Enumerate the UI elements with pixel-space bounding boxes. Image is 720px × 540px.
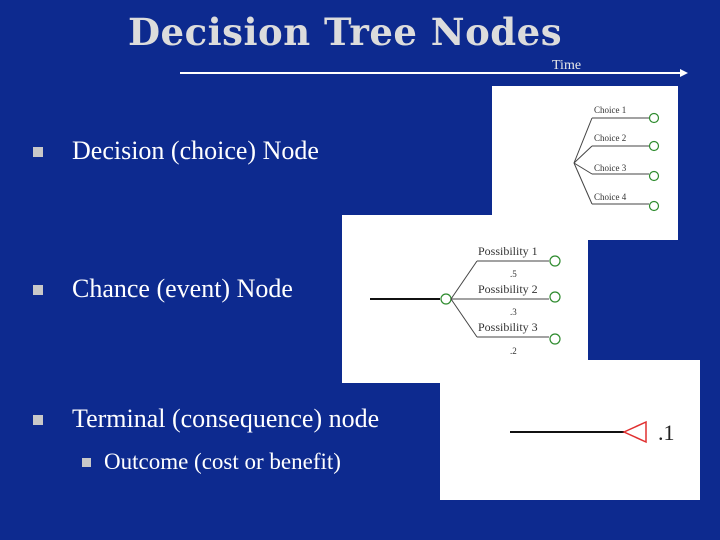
time-label: Time — [552, 58, 582, 73]
bullet-square-icon — [33, 147, 43, 157]
choice-end-node-icon — [648, 112, 660, 124]
bullet-square-icon — [33, 285, 43, 295]
bullet-terminal-node: Terminal (consequence) node — [72, 404, 380, 433]
possibility-label: Possibility 2 — [478, 282, 538, 296]
time-arrow-icon — [180, 69, 688, 77]
slide-title: Decision Tree Nodes — [127, 10, 563, 54]
choice-label: Choice 4 — [594, 192, 627, 202]
choice-end-node-icon — [648, 170, 660, 182]
sub-bullet-outcome: Outcome (cost or benefit) — [104, 449, 341, 474]
possibility-label: Possibility 1 — [478, 244, 538, 258]
decision-node-diagram: Choice 1 Choice 2 Choice 3 Choice 4 — [492, 86, 678, 240]
choice-label: Choice 1 — [594, 105, 626, 115]
possibility-probability: .2 — [510, 346, 517, 356]
bullet-decision-node: Decision (choice) Node — [72, 136, 319, 165]
bullet-chance-node: Chance (event) Node — [72, 274, 293, 303]
chance-node-diagram: Possibility 1 .5 Possibility 2 .3 Possib… — [342, 215, 588, 383]
possibility-label: Possibility 3 — [478, 320, 538, 334]
sub-bullet-square-icon — [82, 458, 91, 467]
possibility-end-node-icon — [549, 255, 561, 267]
bullet-square-icon — [33, 415, 43, 425]
possibility-probability: .5 — [510, 269, 517, 279]
possibility-end-node-icon — [549, 333, 561, 345]
possibility-probability: .3 — [510, 307, 517, 317]
choice-label: Choice 2 — [594, 133, 626, 143]
chance-node-icon — [440, 293, 452, 305]
terminal-node-icon — [622, 420, 647, 444]
terminal-node-diagram: .1 — [440, 360, 700, 500]
choice-label: Choice 3 — [594, 163, 627, 173]
terminal-value: .1 — [658, 420, 675, 445]
possibility-end-node-icon — [549, 291, 561, 303]
choice-end-node-icon — [648, 140, 660, 152]
choice-end-node-icon — [648, 200, 660, 212]
